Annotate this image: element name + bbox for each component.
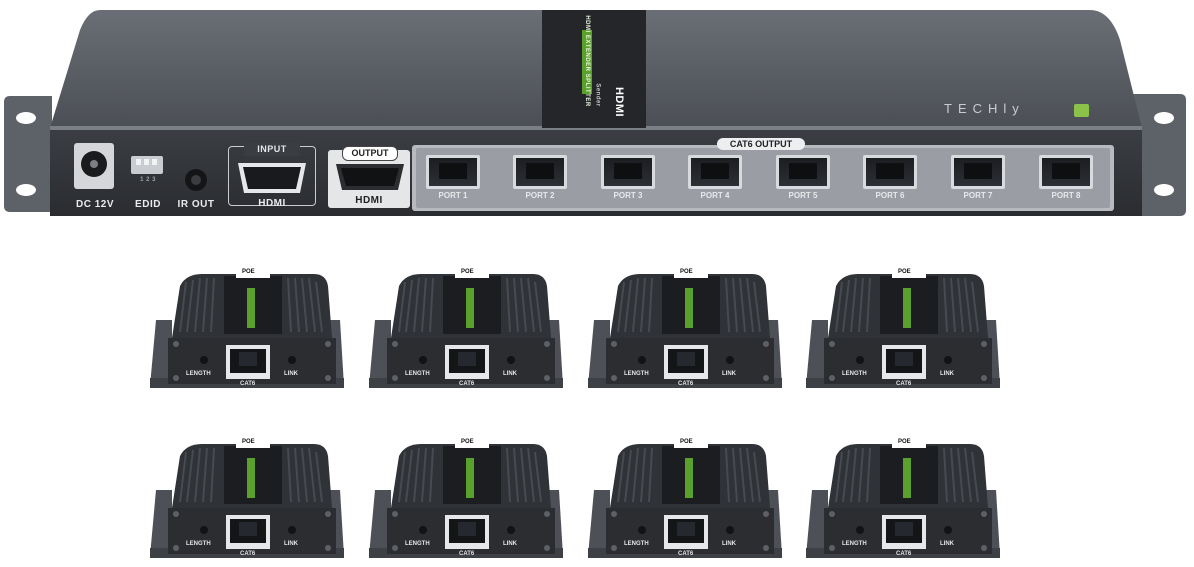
- cat6-port-4: PORT 4: [683, 153, 747, 203]
- receiver-length-label: LENGTH: [842, 371, 867, 377]
- splitter-body-graphic: [4, 10, 1186, 216]
- receiver-body-graphic: [369, 268, 563, 388]
- receiver-link-label: LINK: [722, 371, 736, 377]
- receiver-link-label: LINK: [722, 541, 736, 547]
- dc-label: DC 12V: [75, 199, 114, 210]
- receiver-cat6-label: CAT6: [240, 381, 256, 387]
- receiver-poe-label: POE: [461, 439, 474, 445]
- port-label: PORT 7: [963, 191, 993, 200]
- cat6-port-5: PORT 5: [771, 153, 835, 203]
- brand-name: TECHly: [944, 101, 1025, 116]
- receiver-body-graphic: [150, 438, 344, 558]
- hdmi-receiver-unit-8: POE LENGTH CAT6 LINK: [802, 436, 1002, 564]
- receiver-poe-label: POE: [461, 269, 474, 275]
- port-label: PORT 3: [613, 191, 643, 200]
- receiver-cat6-label: CAT6: [896, 381, 912, 387]
- center-label-panel: [542, 10, 646, 128]
- receiver-length-label: LENGTH: [842, 541, 867, 547]
- edid-switch-label: 1 2 3: [140, 177, 156, 183]
- receiver-cat6-label: CAT6: [459, 551, 475, 557]
- receiver-link-label: LINK: [503, 541, 517, 547]
- receiver-length-label: LENGTH: [624, 541, 649, 547]
- brand-logo: [1074, 104, 1089, 117]
- receiver-length-label: LENGTH: [405, 371, 430, 377]
- input-label: INPUT: [244, 143, 300, 156]
- port-label: PORT 5: [788, 191, 818, 200]
- receiver-length-label: LENGTH: [624, 371, 649, 377]
- hdmi-receiver-unit-7: POE LENGTH CAT6 LINK: [584, 436, 784, 564]
- receiver-length-label: LENGTH: [405, 541, 430, 547]
- receiver-poe-label: POE: [242, 269, 255, 275]
- receiver-cat6-label: CAT6: [896, 551, 912, 557]
- receiver-poe-label: POE: [898, 439, 911, 445]
- receiver-body-graphic: [150, 268, 344, 388]
- receiver-link-label: LINK: [503, 371, 517, 377]
- output-hdmi-label: HDMI: [355, 195, 383, 206]
- hdmi-receiver-unit-4: POE LENGTH CAT6 LINK: [802, 266, 1002, 394]
- port-label: PORT 8: [1051, 191, 1081, 200]
- left-ear-hole-bottom: [16, 184, 36, 196]
- receiver-length-label: LENGTH: [186, 541, 211, 547]
- receiver-poe-label: POE: [242, 439, 255, 445]
- panel-sender-text: Sender: [594, 83, 601, 107]
- hdmi-receiver-unit-6: POE LENGTH CAT6 LINK: [365, 436, 565, 564]
- edid-label: EDID: [135, 199, 161, 210]
- receiver-body-graphic: [806, 438, 1000, 558]
- hdmi-receiver-unit-1: POE LENGTH CAT6 LINK: [146, 266, 346, 394]
- receiver-link-label: LINK: [284, 541, 298, 547]
- receiver-poe-label: POE: [898, 269, 911, 275]
- receiver-length-label: LENGTH: [186, 371, 211, 377]
- cat6-port-7: PORT 7: [946, 153, 1010, 203]
- input-hdmi-label: HDMI: [258, 198, 286, 209]
- hdmi-receiver-unit-5: POE LENGTH CAT6 LINK: [146, 436, 346, 564]
- receiver-body-graphic: [588, 438, 782, 558]
- panel-hdmi-logo: HDMI: [613, 86, 626, 118]
- left-mounting-ear: [4, 96, 52, 212]
- port-label: PORT 1: [438, 191, 468, 200]
- port-label: PORT 6: [875, 191, 905, 200]
- receiver-body-graphic: [588, 268, 782, 388]
- cat6-port-1: PORT 1: [421, 153, 485, 203]
- receiver-cat6-label: CAT6: [678, 381, 694, 387]
- right-mounting-ear: [1130, 94, 1186, 216]
- receiver-cat6-label: CAT6: [459, 381, 475, 387]
- cat6-port-3: PORT 3: [596, 153, 660, 203]
- port-label: PORT 4: [700, 191, 730, 200]
- cat6-port-8: PORT 8: [1034, 153, 1098, 203]
- right-ear-hole-top: [1154, 112, 1174, 124]
- receiver-cat6-label: CAT6: [678, 551, 694, 557]
- receiver-link-label: LINK: [940, 541, 954, 547]
- hdmi-splitter-unit: HDMI HDMI EXTENDER SPLITTER Sender TECHl…: [0, 0, 1194, 225]
- ir-out-label: IR OUT: [177, 199, 215, 210]
- hdmi-receiver-unit-3: POE LENGTH CAT6 LINK: [584, 266, 784, 394]
- receiver-link-label: LINK: [940, 371, 954, 377]
- cat6-output-label: CAT6 OUTPUT: [717, 138, 805, 150]
- receiver-body-graphic: [806, 268, 1000, 388]
- receiver-cat6-label: CAT6: [240, 551, 256, 557]
- receiver-link-label: LINK: [284, 371, 298, 377]
- hdmi-receiver-unit-2: POE LENGTH CAT6 LINK: [365, 266, 565, 394]
- output-label: OUTPUT: [342, 146, 398, 161]
- cat6-port-2: PORT 2: [508, 153, 572, 203]
- receiver-body-graphic: [369, 438, 563, 558]
- receiver-poe-label: POE: [680, 269, 693, 275]
- right-ear-hole-bottom: [1154, 184, 1174, 196]
- receiver-poe-label: POE: [680, 439, 693, 445]
- left-ear-hole-top: [16, 112, 36, 124]
- panel-product-text: HDMI EXTENDER SPLITTER: [584, 15, 590, 107]
- cat6-port-6: PORT 6: [858, 153, 922, 203]
- port-label: PORT 2: [525, 191, 555, 200]
